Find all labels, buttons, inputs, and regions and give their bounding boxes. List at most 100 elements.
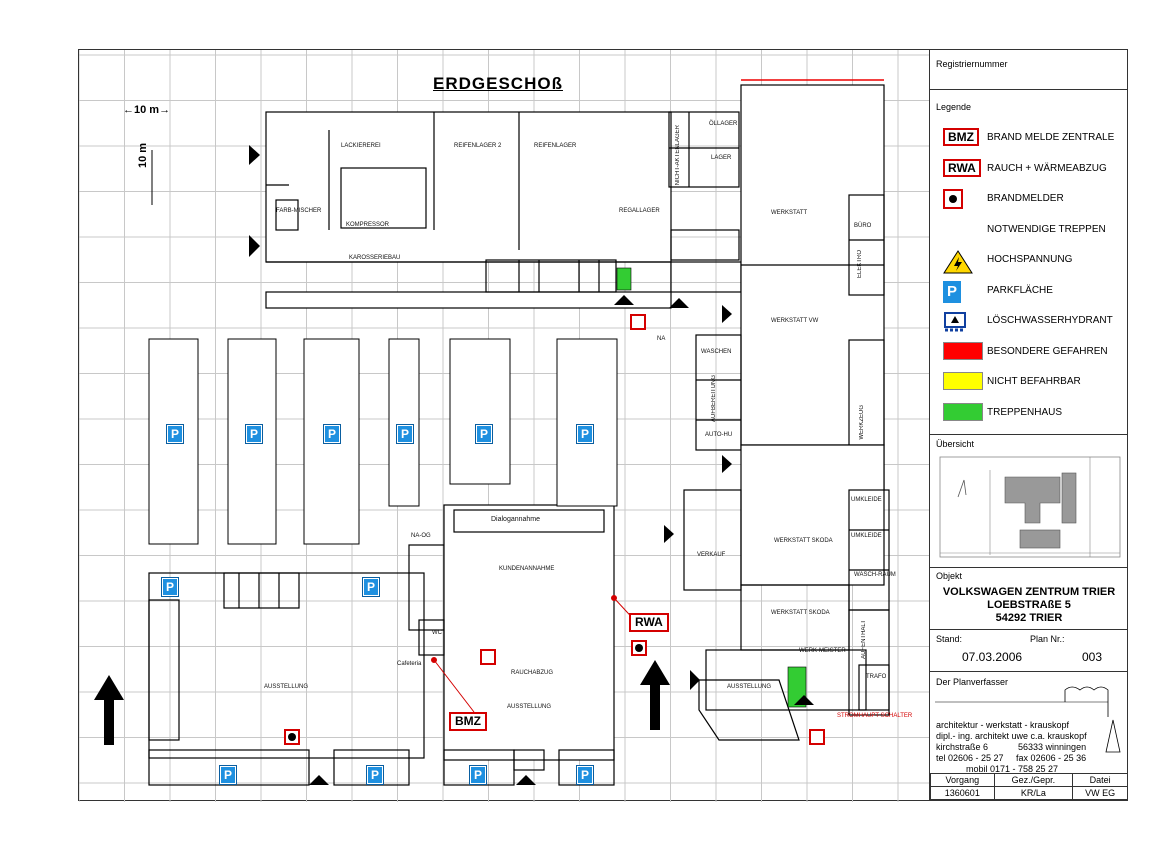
legend-label: BESONDERE GEFAHREN (987, 345, 1108, 357)
room-label: AUTO-HU (705, 432, 733, 438)
parking-icon: P (245, 424, 263, 444)
room-label: ELEKTRO (857, 250, 863, 279)
author-line: architektur - werkstatt - krauskopf (936, 720, 1070, 730)
plan-drawing (79, 50, 929, 802)
room-label: UMKLEIDE (851, 533, 882, 539)
room-label: NA (657, 336, 666, 342)
rwa-tag-icon: RWA (943, 158, 981, 177)
plan-title: ERDGESCHOß (433, 74, 563, 93)
legend-heading: Legende (936, 102, 972, 112)
author-section: Der Planverfasser architektur - werkstat… (930, 672, 1128, 774)
object-name: VOLKSWAGEN ZENTRUM TRIER (942, 586, 1116, 598)
architect-logo (935, 686, 1121, 753)
room-label: WERKZEUG (859, 405, 865, 440)
scale-vertical: 10 m (137, 142, 149, 168)
room-label: NA-OG (411, 533, 431, 539)
room-label: WERKSTATT SKODA (774, 538, 833, 544)
legend-item: NICHT BEFAHRBAR (930, 370, 1128, 394)
stand-value: 07.03.2006 (962, 650, 1023, 664)
author-line: tel 02606 - 25 27 fax 02606 - 25 36 (936, 753, 1087, 763)
legend-label: LÖSCHWASSERHYDRANT (987, 315, 1113, 326)
hydrant-icon (943, 311, 967, 335)
room-label: AUFBEREITUNG (711, 375, 717, 423)
author-heading: Der Planverfasser (936, 677, 1009, 687)
footer-value: VW EG (1072, 786, 1128, 800)
room-label: WASCHEN (701, 349, 732, 355)
legend-section: Legende BMZ BRAND MELDE ZENTRALE RWA RAUCH … (930, 90, 1128, 435)
footer-table: Vorgang Gez./Gepr. Datei 1360601 KR/La V… (930, 773, 1128, 800)
red-swatch-icon (943, 341, 983, 360)
legend-label: BRAND MELDE ZENTRALE (987, 132, 1115, 143)
room-label: REGALLAGER (619, 208, 660, 214)
legend-label: NICHT BEFAHRBAR (987, 376, 1081, 387)
fire-detector-icon (631, 640, 647, 656)
object-city: 54292 TRIER (995, 612, 1063, 624)
legend-item: HOCHSPANNUNG (930, 248, 1128, 274)
room-label: WERKSTATT VW (771, 318, 819, 324)
parking-icon: P (469, 765, 487, 785)
room-label: WC (432, 630, 442, 636)
room-label: KUNDENANNAHME (499, 566, 555, 572)
room-label: FARB-MISCHER (276, 208, 322, 214)
floor-plan: ERDGESCHOß ←10 m→ 10 m LACKIEREREI REIFE… (79, 50, 929, 802)
legend-label: TREPPENHAUS (987, 406, 1063, 418)
parking-icon: P (362, 577, 380, 597)
legend-label: RAUCH + WÄRMEABZUG (987, 162, 1107, 174)
room-label: WERKSTATT (771, 210, 808, 216)
room-label: UMKLEIDE (851, 497, 882, 503)
plan-nr-label: Plan Nr.: (1030, 634, 1065, 644)
fire-detector-icon (284, 729, 300, 745)
legend-label: NOTWENDIGE TREPPEN (987, 223, 1106, 235)
room-label: AUSSTELLUNG (264, 684, 309, 690)
site-overview-map (939, 456, 1121, 558)
bmz-tag-icon: BMZ (943, 128, 979, 146)
overview-heading: Übersicht (936, 439, 975, 449)
green-swatch-icon (943, 402, 983, 421)
registration-label: Registriernummer (936, 59, 1008, 69)
object-heading: Objekt (936, 571, 963, 581)
author-line: kirchstraße 6 56333 winningen (936, 742, 1087, 752)
fire-detector-icon (943, 189, 963, 209)
room-label: LACKIEREREI (341, 143, 381, 149)
footer-header: Vorgang (930, 773, 995, 787)
registration-section: Registriernummer (930, 50, 1128, 90)
stairs-icon (809, 729, 825, 745)
room-label: REIFENLAGER 2 (454, 143, 502, 149)
parking-icon: P (219, 765, 237, 785)
legend-item: BESONDERE GEFAHREN (930, 340, 1128, 364)
scale-horizontal: ←10 m→ (123, 104, 171, 116)
room-label: AUSSTELLUNG (507, 704, 552, 710)
parking-icon: P (323, 424, 341, 444)
object-section: Objekt VOLKSWAGEN ZENTRUM TRIER LOEBSTRA… (930, 568, 1128, 630)
stand-section: Stand: Plan Nr.: 07.03.2006 003 (930, 630, 1128, 672)
room-label: NICHT-AKTENLAGER (675, 125, 681, 186)
legend-item: BMZ BRAND MELDE ZENTRALE (930, 126, 1128, 150)
room-label: ÖLLAGER (709, 121, 738, 127)
room-label: WERK-MEISTER (799, 648, 846, 654)
legend-item: NOTWENDIGE TREPPEN (930, 218, 1128, 242)
legend-label: HOCHSPANNUNG (987, 254, 1073, 265)
room-label: WASCH-RAUM (854, 572, 896, 578)
legend-item: RWA RAUCH + WÄRMEABZUG (930, 157, 1128, 181)
legend-item: BRANDMELDER (930, 187, 1128, 211)
entrance-markers (249, 145, 814, 785)
room-label: KAROSSERIEBAU (349, 255, 401, 261)
building-walls (148, 79, 890, 786)
room-label: REIFENLAGER (534, 143, 577, 149)
parking-icon: P (475, 424, 493, 444)
north-arrows (94, 660, 670, 745)
plan-sheet: ERDGESCHOß ←10 m→ 10 m LACKIEREREI REIFE… (78, 49, 1128, 802)
parking-icon: P (166, 424, 184, 444)
stand-label: Stand: (936, 634, 963, 644)
plan-nr-value: 003 (1082, 650, 1103, 664)
legend-item: TREPPENHAUS (930, 401, 1128, 425)
room-label: VERKAUF (697, 552, 726, 558)
parking-icon: P (576, 765, 594, 785)
room-label: AUSSTELLUNG (727, 684, 772, 690)
parking-icon: P (396, 424, 414, 444)
legend-item: LÖSCHWASSERHYDRANT (930, 309, 1128, 333)
footer-value: 1360601 (930, 786, 995, 800)
room-label: RAUCHABZUG (511, 670, 554, 676)
room-label: TRAFO (866, 674, 887, 680)
